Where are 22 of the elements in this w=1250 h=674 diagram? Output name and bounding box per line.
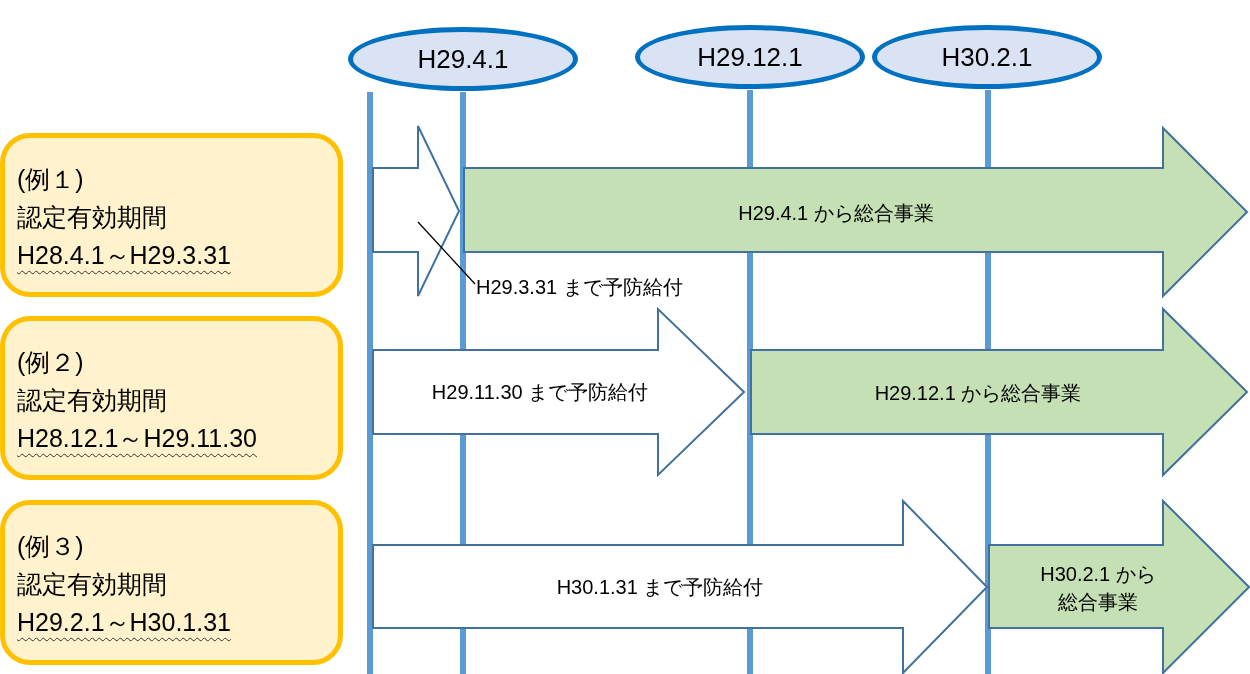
date-ellipse: H29.4.1 <box>348 27 578 91</box>
period-heading: 認定有効期間 <box>17 385 167 416</box>
period-dates: H28.4.1～H29.3.31 <box>17 240 232 271</box>
date-ellipse: H29.12.1 <box>635 25 865 89</box>
example-box <box>0 316 343 480</box>
period-band: H30.2.1 から総合事業 <box>988 500 1250 674</box>
date-ellipse: H30.2.1 <box>872 25 1102 89</box>
leader-line <box>417 221 476 285</box>
example-number: (例２) <box>17 347 84 378</box>
callout-text: H29.3.31 まで予防給付 <box>476 274 734 302</box>
period-band: H29.11.30 まで予防給付 <box>372 308 745 476</box>
period-heading: 認定有効期間 <box>17 202 167 233</box>
period-band <box>372 125 460 297</box>
period-band: H29.12.1 から総合事業 <box>750 308 1248 476</box>
example-box <box>0 500 343 665</box>
period-dates: H29.2.1～H30.1.31 <box>17 607 232 638</box>
example-number: (例１) <box>17 164 84 195</box>
example-box <box>0 133 343 297</box>
period-dates: H28.12.1～H29.11.30 <box>17 423 257 454</box>
period-band: H30.1.31 まで予防給付 <box>372 500 988 674</box>
example-number: (例３) <box>17 531 84 562</box>
period-heading: 認定有効期間 <box>17 569 167 600</box>
